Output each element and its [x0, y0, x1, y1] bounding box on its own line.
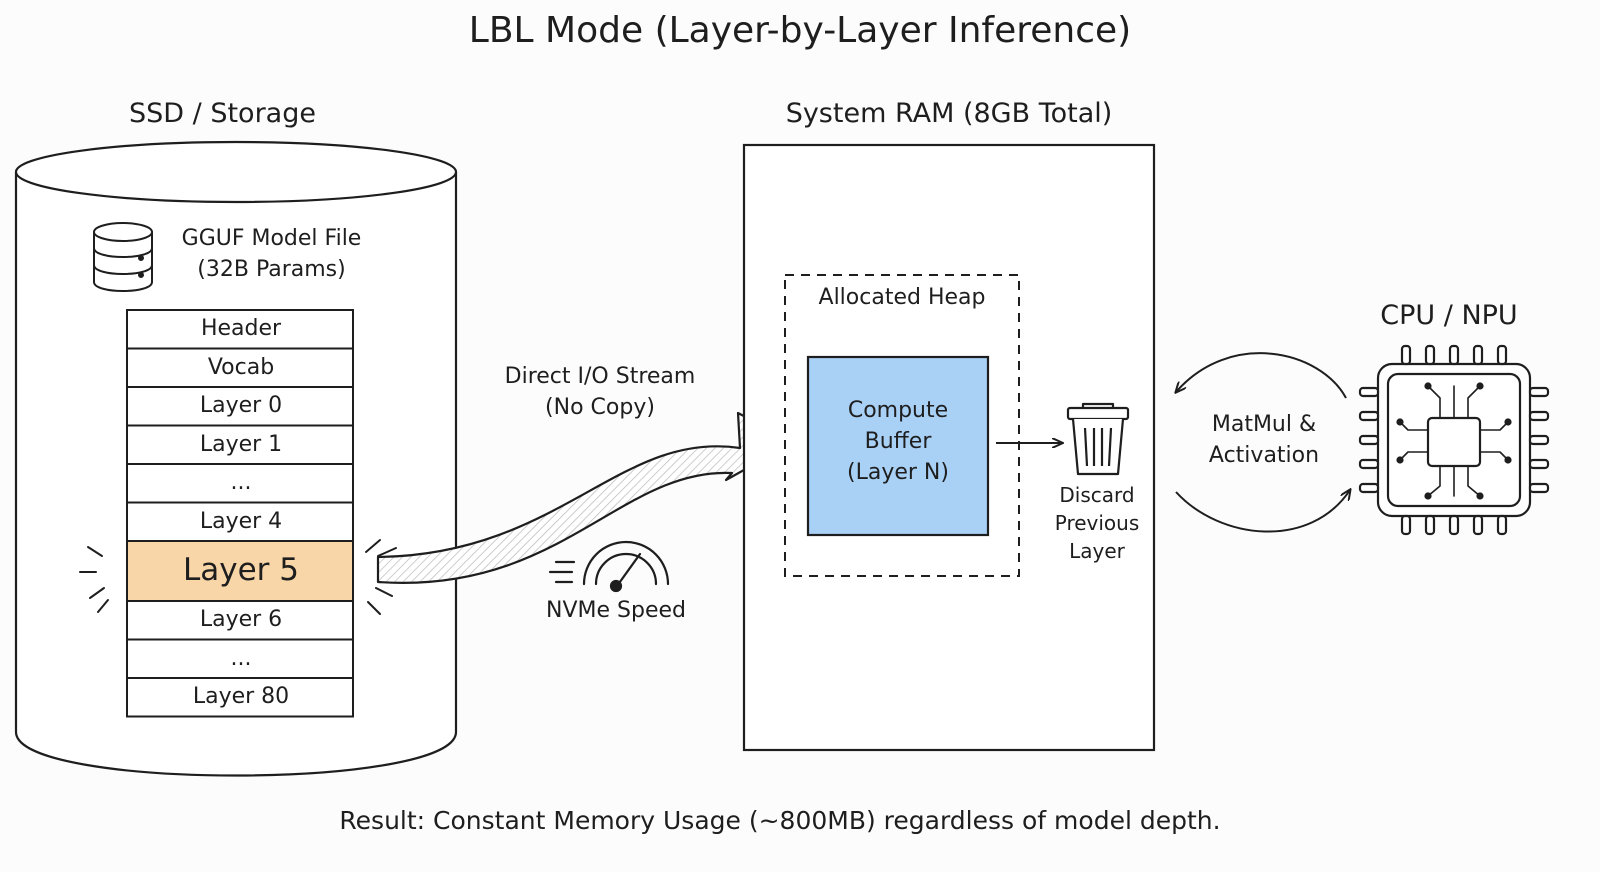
file-row-label: ... [230, 470, 252, 496]
trash-icon [1066, 402, 1130, 476]
highlight-ticks [79, 539, 397, 615]
discard-label: Discard Previous Layer [1054, 483, 1140, 563]
storage-heading: SSD / Storage [129, 98, 316, 129]
speed-label: NVMe Speed [546, 598, 686, 623]
heap-label: Allocated Heap [818, 285, 986, 310]
footer-result: Result: Constant Memory Usage (~800MB) r… [339, 806, 1221, 835]
file-row [126, 347, 354, 388]
file-row-label: Layer 4 [199, 508, 283, 534]
buffer-label: Compute Buffer (Layer N) [847, 398, 949, 485]
compute-buffer [806, 355, 990, 537]
file-row [126, 638, 354, 679]
database-icon [93, 222, 153, 292]
file-row-label: ... [230, 645, 252, 671]
file-row [126, 677, 354, 718]
file-row-label: Layer 5 [182, 552, 299, 589]
file-row-label: Layer 6 [199, 607, 283, 633]
file-row-label: Vocab [207, 354, 275, 380]
file-row-label: Layer 80 [192, 684, 290, 710]
allocated-heap [784, 274, 1020, 577]
ram-heading: System RAM (8GB Total) [785, 98, 1113, 129]
model-file-label: GGUF Model File (32B Params) [181, 226, 362, 282]
file-row-label: Layer 1 [199, 431, 283, 457]
send-arrow [1175, 490, 1350, 533]
page-title: LBL Mode (Layer-by-Layer Inference) [468, 10, 1132, 51]
model-file-grid [126, 309, 354, 718]
file-row-label: Header [200, 316, 282, 342]
file-row [126, 309, 354, 350]
file-row [126, 386, 354, 427]
return-arrow [1176, 352, 1347, 399]
file-row [126, 600, 354, 641]
chip-icon [1358, 344, 1550, 536]
file-row-highlighted [126, 540, 354, 602]
file-row-label: Layer 0 [199, 393, 283, 419]
stream-label: Direct I/O Stream (No Copy) [504, 364, 696, 420]
loop-label: MatMul & Activation [1208, 412, 1320, 468]
speedometer-icon [548, 540, 670, 593]
compute-heading: CPU / NPU [1380, 300, 1518, 331]
